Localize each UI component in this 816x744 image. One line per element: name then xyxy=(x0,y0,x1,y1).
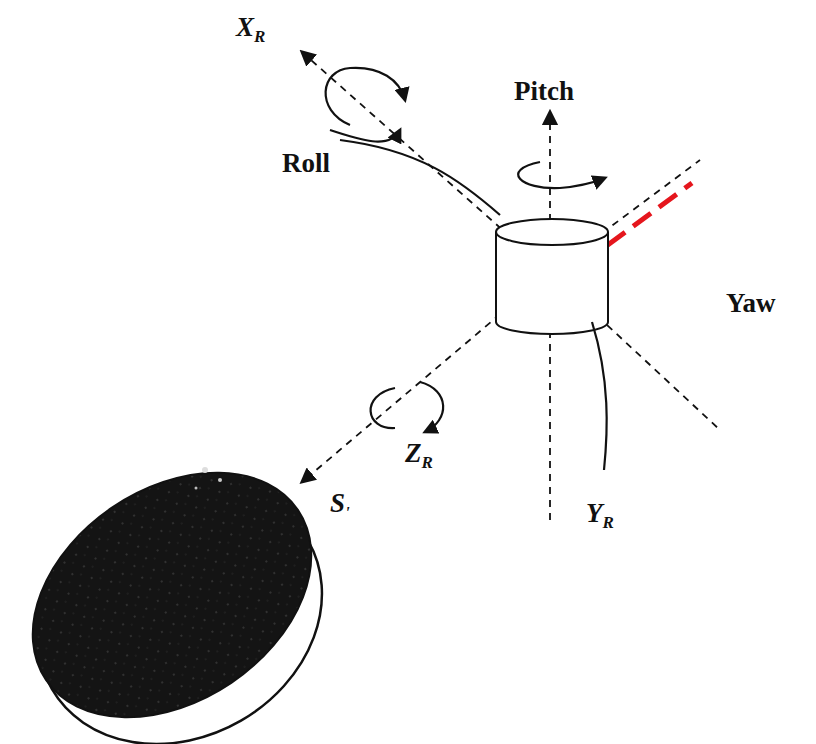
cylinder xyxy=(496,219,608,334)
axis-label: XR xyxy=(236,14,265,45)
axis-label: YR xyxy=(586,500,614,531)
rotation-label: Roll xyxy=(282,150,330,177)
sphere xyxy=(0,422,369,744)
point-label: S' xyxy=(330,490,350,521)
axis-label: ZR xyxy=(405,440,433,471)
axes xyxy=(302,52,720,520)
rotation-label: Pitch xyxy=(514,78,574,105)
rotation-arrows xyxy=(326,68,607,470)
rotation-label: Yaw xyxy=(726,290,776,317)
